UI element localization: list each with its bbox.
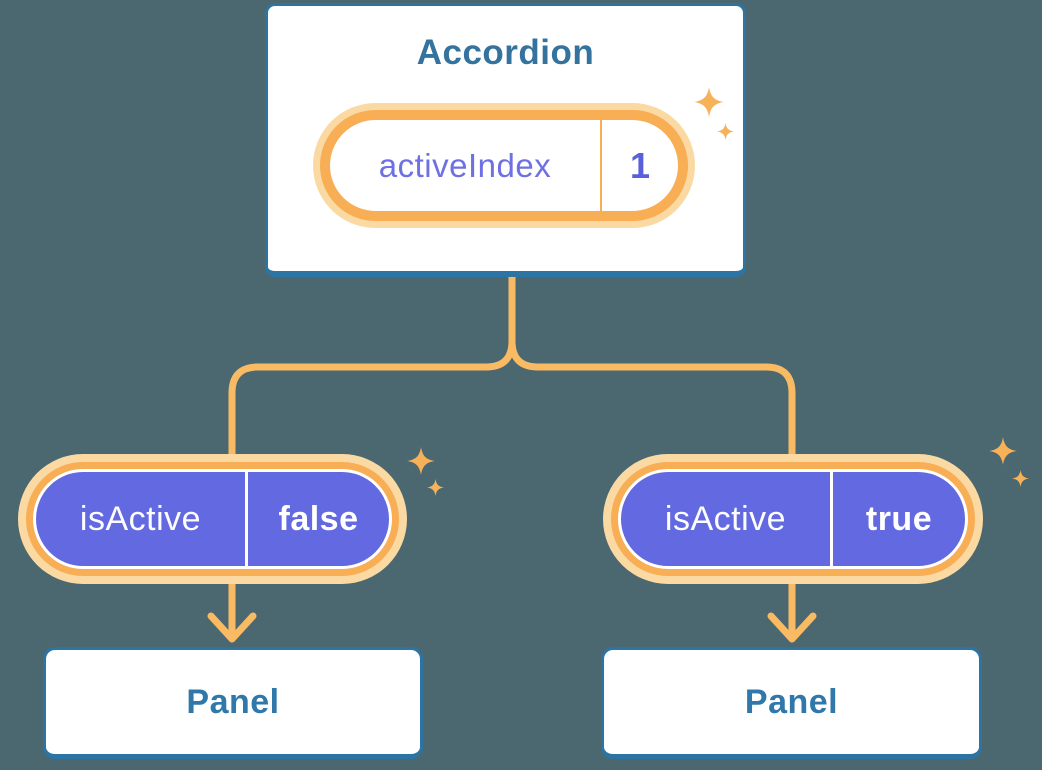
prop-pill-value: false: [278, 499, 359, 538]
prop-pill-value: true: [865, 499, 933, 538]
connector-accordion-to-right-pill: [508, 273, 796, 464]
state-pill-label: activeIndex: [378, 146, 552, 184]
panel-title: Panel: [186, 682, 280, 721]
pill-divider: [245, 472, 248, 566]
panel-card-left: Panel: [43, 647, 423, 759]
down-arrow-icon: [207, 612, 257, 643]
prop-pill-label: isActive: [79, 499, 202, 538]
prop-pill-label: isActive: [664, 499, 787, 538]
sparkle-icon: [407, 447, 444, 496]
state-pill-value: 1: [629, 144, 651, 186]
prop-pill-isactive-true: isActive true: [618, 469, 968, 569]
sparkle-icon: [989, 437, 1029, 487]
panel-card-right: Panel: [601, 647, 982, 759]
state-pill-activeindex: activeIndex 1: [320, 110, 688, 221]
pill-divider: [830, 472, 833, 566]
panel-title: Panel: [744, 682, 839, 721]
connector-accordion-to-left-pill: [228, 273, 516, 464]
pill-divider: [600, 120, 602, 211]
down-arrow-icon: [767, 612, 817, 643]
prop-pill-isactive-false: isActive false: [33, 469, 392, 569]
accordion-title: Accordion: [416, 33, 595, 72]
